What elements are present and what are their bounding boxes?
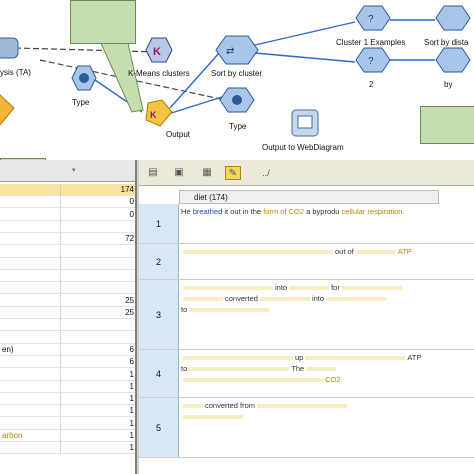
row-number: 5 (139, 398, 179, 457)
diet-column-header[interactable]: diet (174) (179, 190, 439, 204)
row-count: 6 (129, 344, 134, 354)
sort-dist2-label: by (444, 80, 453, 89)
table-row[interactable]: 0 (0, 208, 135, 221)
analysis-node-icon (0, 37, 19, 59)
export-icon[interactable]: ▦ (202, 167, 212, 178)
table-row[interactable]: 5 converted from (139, 398, 474, 458)
table-row[interactable]: 174 (0, 184, 135, 196)
type-node-icon (71, 65, 97, 91)
webdiagram-label: Output to WebDiagram (262, 143, 344, 152)
row-number: 1 (139, 204, 179, 243)
row-count: 1 (129, 443, 134, 453)
sort-dist-node-icon (435, 5, 471, 31)
table-row[interactable]: 1 (0, 368, 135, 381)
table-row[interactable]: 0 (0, 196, 135, 209)
kmeans-node-icon: K (145, 37, 173, 63)
tag-dropdown[interactable]: ../ (262, 168, 270, 178)
kmeans-label: K-Means clusters (128, 69, 190, 78)
table-row[interactable]: 1 (0, 380, 135, 393)
output-node-icon: K (145, 99, 173, 127)
sort-caret-icon[interactable]: ▾ (72, 167, 76, 174)
svg-text:⇄: ⇄ (226, 46, 234, 57)
row-count: 1 (129, 381, 134, 391)
analysis-label: ysis (TA) (0, 68, 31, 77)
frequency-table[interactable]: ▾ 174 0 0 72 25 25 en) 6 6 1 1 1 1 1 arbon 1 1 (0, 160, 137, 474)
text-viewer[interactable]: ▤ ▣ ▦ ✎ ../ diet (174) 1 He breathed it … (139, 160, 474, 474)
cluster2-node-icon: ? (355, 47, 391, 73)
viewer-toolbar: ▤ ▣ ▦ ✎ ../ (139, 160, 474, 186)
type-label: Type (72, 98, 90, 107)
row-number: 4 (139, 350, 179, 397)
svg-text:K: K (150, 110, 157, 120)
row-text: converted from (181, 400, 470, 422)
table-row[interactable]: 25 (0, 294, 135, 307)
sort-cluster-node-icon: ⇄ (215, 35, 259, 65)
table-row[interactable] (0, 245, 135, 258)
table-row[interactable]: 25 (0, 307, 135, 319)
sort-dist2-node-icon (435, 47, 471, 73)
row-count: 72 (125, 234, 134, 244)
cluster1-node-icon: ? (355, 5, 391, 31)
callout-box-right (420, 106, 474, 144)
row-count: 1 (129, 418, 134, 428)
cluster1-label: Cluster 1 Examples (336, 38, 406, 47)
row-count: 1 (129, 431, 134, 440)
table-row[interactable]: 6 (0, 356, 135, 369)
table-row[interactable] (0, 270, 135, 283)
row-count: 25 (125, 308, 134, 317)
row-count: 0 (129, 197, 134, 207)
row-text: He breathed it out in the form of CO2 a … (181, 207, 405, 216)
svg-text:?: ? (368, 56, 374, 67)
row-number: 2 (139, 244, 179, 279)
stream-diagram: K K ⇄ ? ? (0, 5, 471, 137)
webdiagram-node-icon (291, 109, 319, 137)
callout-box-top (70, 0, 136, 44)
output-label: Output (166, 130, 191, 139)
svg-text:K: K (153, 46, 161, 58)
highlight-icon[interactable]: ✎ (225, 166, 241, 180)
callout-box-left (0, 158, 46, 160)
table-row[interactable]: 1 (0, 417, 135, 430)
table-row[interactable]: 72 (0, 233, 135, 246)
frequency-table-header: ▾ (0, 160, 135, 182)
print-icon[interactable]: ▤ (148, 167, 158, 178)
svg-text:?: ? (368, 14, 374, 25)
row-count: 1 (129, 369, 134, 379)
table-row[interactable]: 1 (0, 393, 135, 406)
table-row[interactable]: 1 (0, 442, 135, 455)
table-row[interactable] (0, 331, 135, 344)
stream-canvas[interactable]: K K ⇄ ? ? ysis (TA) Type K-Means cluster… (0, 0, 474, 160)
table-row[interactable] (0, 257, 135, 270)
row-label: en) (2, 344, 14, 354)
row-count: 6 (129, 357, 134, 367)
row-count: 25 (125, 295, 134, 305)
row-number: 3 (139, 280, 179, 349)
diamond-node-icon (0, 94, 15, 126)
sort-cluster-label: Sort by cluster (211, 69, 263, 78)
table-row[interactable]: 1 He breathed it out in the form of CO2 … (139, 204, 474, 244)
row-label: arbon (2, 431, 23, 440)
type2-node-icon (219, 87, 255, 113)
sort-dist-label: Sort by dista (424, 38, 469, 47)
row-count: 0 (129, 209, 134, 219)
table-row[interactable]: arbon 1 (0, 430, 135, 442)
table-row[interactable]: 1 (0, 405, 135, 418)
table-row[interactable] (0, 282, 135, 295)
copy-icon[interactable]: ▣ (174, 167, 184, 178)
row-count: 1 (129, 406, 134, 416)
row-count: 174 (120, 185, 134, 194)
table-row[interactable]: en) 6 (0, 343, 135, 356)
row-count: 1 (129, 394, 134, 404)
table-row[interactable] (0, 319, 135, 332)
cluster2-label: 2 (369, 80, 374, 89)
table-row[interactable] (0, 220, 135, 233)
type2-label: Type (229, 122, 247, 131)
